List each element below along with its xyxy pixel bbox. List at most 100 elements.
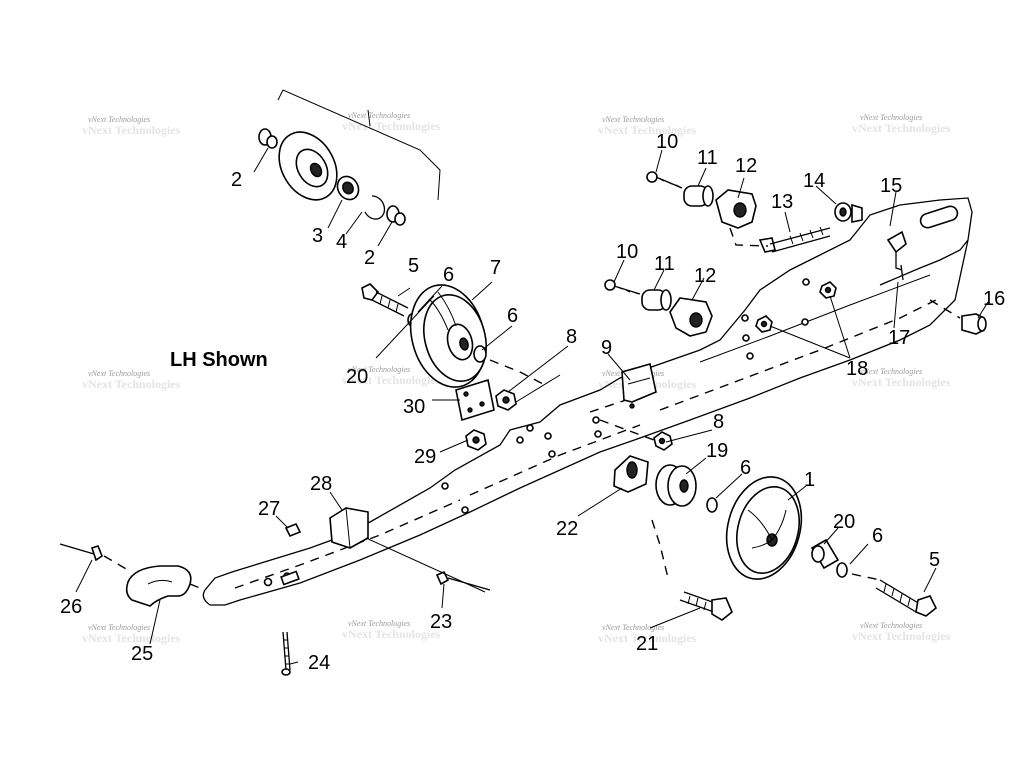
bumper-icon <box>125 565 192 607</box>
nut-icon <box>755 315 773 333</box>
part-labels: 2 3 4 2 5 6 7 6 20 30 8 9 29 8 19 6 1 20… <box>60 131 1005 674</box>
rail-bracket <box>621 362 657 409</box>
part-label-17: 17 <box>888 327 910 349</box>
front-mount-upper <box>646 171 863 253</box>
block-icon <box>715 189 757 229</box>
end-pin <box>929 299 987 335</box>
part-label-20b: 20 <box>833 511 855 533</box>
nut-icon <box>653 431 673 451</box>
top-idler-assembly <box>258 89 441 226</box>
part-label-2a: 2 <box>231 169 242 191</box>
svg-text:vNext Technologies: vNext Technologies <box>852 375 951 389</box>
lower-wheel-assembly <box>613 455 938 621</box>
bolt-icon <box>679 591 733 621</box>
nut-icon <box>495 389 517 411</box>
svg-text:vNext Technologies: vNext Technologies <box>348 619 410 628</box>
svg-text:vNext Technologies: vNext Technologies <box>342 119 441 133</box>
part-label-15: 15 <box>880 175 902 197</box>
watermark-1: vNext Technologies vNext Technologies <box>82 115 181 137</box>
svg-text:vNext Technologies: vNext Technologies <box>602 115 664 124</box>
svg-text:vNext Technologies: vNext Technologies <box>88 115 150 124</box>
part-label-21: 21 <box>636 633 658 655</box>
washer-icon <box>706 497 718 513</box>
front-clip <box>886 230 907 281</box>
watermark-4: vNext Technologies vNext Technologies <box>852 113 951 135</box>
bolt-icon <box>604 279 641 295</box>
part-label-3: 3 <box>312 225 323 247</box>
watermark-11: vNext Technologies vNext Technologies <box>598 623 697 645</box>
part-label-27: 27 <box>258 498 280 520</box>
part-label-23: 23 <box>430 611 452 633</box>
spacer-wheel-icon <box>655 464 697 507</box>
axle-bracket-icon <box>613 455 649 493</box>
part-label-9: 9 <box>601 337 612 359</box>
part-label-10b: 10 <box>616 241 638 263</box>
part-label-6a: 6 <box>443 264 454 286</box>
svg-text:vNext Technologies: vNext Technologies <box>88 623 150 632</box>
idler-wheel-icon <box>409 284 487 388</box>
bolt-icon <box>875 579 938 617</box>
part-label-12b: 12 <box>694 265 716 287</box>
svg-text:vNext Technologies: vNext Technologies <box>860 621 922 630</box>
watermark-12: vNext Technologies vNext Technologies <box>852 621 951 643</box>
part-label-6d: 6 <box>872 525 883 547</box>
part-label-12a: 12 <box>735 155 757 177</box>
slide-rail <box>202 197 973 606</box>
rail-nuts <box>755 281 837 333</box>
part-label-13: 13 <box>771 191 793 213</box>
svg-text:vNext Technologies: vNext Technologies <box>852 629 951 643</box>
leader-lines <box>75 147 989 665</box>
view-caption: LH Shown <box>170 349 268 371</box>
svg-text:vNext Technologies: vNext Technologies <box>602 623 664 632</box>
part-label-7: 7 <box>490 257 501 279</box>
end-cap-icon <box>59 543 103 562</box>
rivet-icon <box>284 522 302 538</box>
part-label-28: 28 <box>310 473 332 495</box>
part-label-25: 25 <box>131 643 153 665</box>
watermark-2: vNext Technologies vNext Technologies <box>342 111 441 133</box>
svg-text:vNext Technologies: vNext Technologies <box>88 369 150 378</box>
rivet-icon <box>281 631 291 676</box>
part-label-29: 29 <box>414 446 436 468</box>
bushing-icon <box>258 128 278 149</box>
idler-wheel-icon <box>725 476 803 580</box>
part-label-11a: 11 <box>697 147 718 169</box>
part-label-10a: 10 <box>656 131 678 153</box>
wear-block <box>329 507 369 549</box>
part-label-8b: 8 <box>713 411 724 433</box>
bolt-icon <box>646 171 683 189</box>
svg-text:vNext Technologies: vNext Technologies <box>348 111 410 120</box>
washer-icon <box>836 562 848 578</box>
part-label-11b: 11 <box>654 253 675 275</box>
front-mount-lower <box>604 279 713 337</box>
bushing-icon <box>810 538 840 570</box>
bolt-icon <box>361 283 409 317</box>
svg-text:vNext Technologies: vNext Technologies <box>342 373 441 387</box>
spacer-icon <box>683 185 714 207</box>
mid-wheel-assembly <box>361 283 546 388</box>
svg-text:vNext Technologies: vNext Technologies <box>860 367 922 376</box>
part-label-16: 16 <box>983 288 1005 310</box>
bearing-icon <box>336 175 360 201</box>
block-icon <box>669 297 713 337</box>
svg-text:vNext Technologies: vNext Technologies <box>860 113 922 122</box>
part-label-26: 26 <box>60 596 82 618</box>
bolt-icon <box>758 226 831 253</box>
nut-icon <box>465 429 487 451</box>
part-label-24: 24 <box>308 652 330 674</box>
part-label-22: 22 <box>556 518 578 540</box>
part-label-4: 4 <box>336 231 347 253</box>
part-label-30: 30 <box>403 396 425 418</box>
nut-icon <box>834 202 863 223</box>
nut-icon <box>819 281 837 299</box>
watermark-3: vNext Technologies vNext Technologies <box>598 115 697 137</box>
washer-icon <box>473 345 487 363</box>
watermark-5: vNext Technologies vNext Technologies <box>82 369 181 391</box>
mount-plate <box>455 378 495 422</box>
svg-text:vNext Technologies: vNext Technologies <box>82 377 181 391</box>
part-label-5b: 5 <box>929 549 940 571</box>
part-label-6c: 6 <box>740 457 751 479</box>
idler-wheel-icon <box>278 131 338 201</box>
part-label-14: 14 <box>803 170 825 192</box>
